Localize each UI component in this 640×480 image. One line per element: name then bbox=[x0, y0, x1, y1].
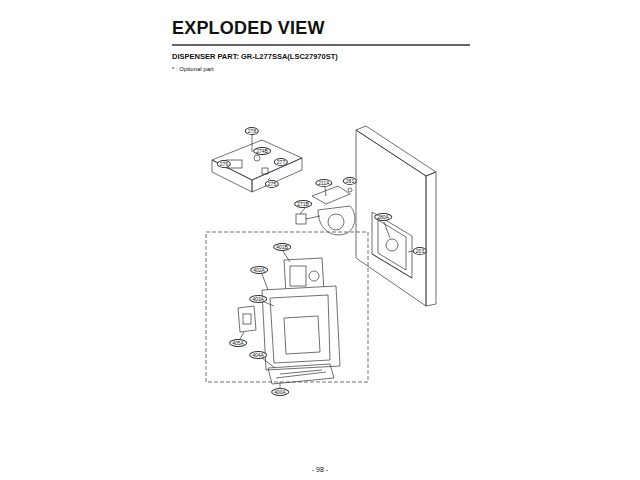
callout-number: 405A bbox=[229, 339, 247, 347]
callout-number: 278 bbox=[245, 127, 259, 135]
callout-number: 400A bbox=[271, 388, 289, 396]
callout-number: 274B bbox=[253, 147, 271, 155]
callout-number: 271B bbox=[294, 200, 312, 208]
subtitle: DISPENSER PART: GR-L277SSA(LSC27970ST) bbox=[172, 52, 338, 61]
callout-number: 275 bbox=[265, 180, 279, 188]
callout-number: 281 bbox=[343, 177, 357, 185]
callout-number: 280A bbox=[374, 213, 392, 221]
callout-number: 403A bbox=[249, 295, 267, 303]
callout-number: 401B bbox=[273, 243, 291, 251]
callout-number: 404A bbox=[249, 351, 267, 359]
page-number: - 98 - bbox=[312, 466, 328, 473]
note-text: * : Optional part bbox=[172, 66, 214, 72]
callout-number: 211A bbox=[315, 179, 332, 187]
callout-number: 203 bbox=[413, 247, 427, 255]
page-title: EXPLODED VIEW bbox=[172, 18, 325, 39]
callout-number: 402A bbox=[250, 266, 268, 274]
